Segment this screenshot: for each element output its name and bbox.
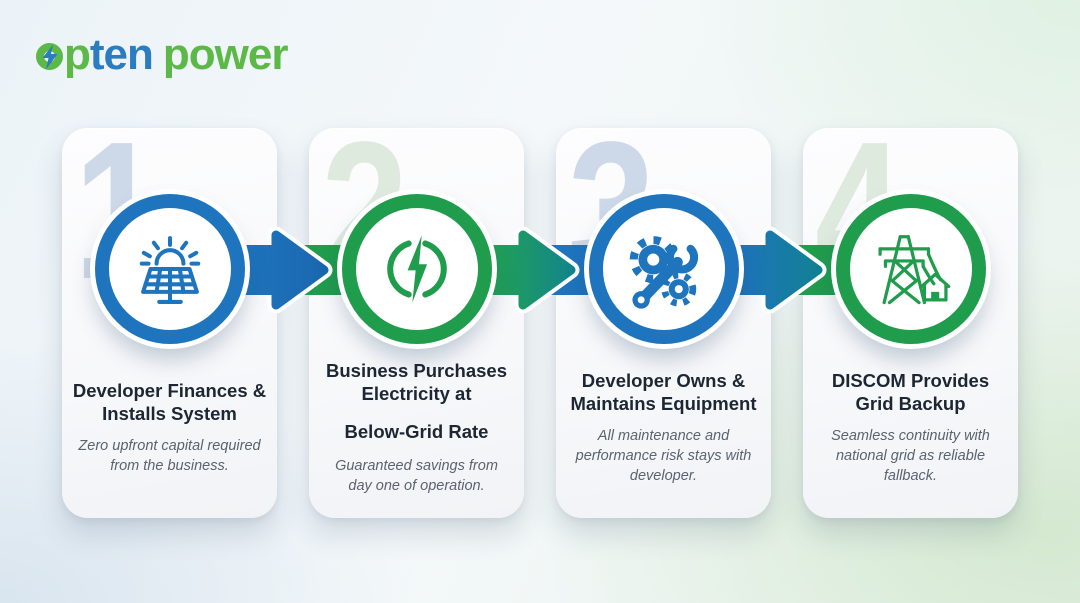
step-text-block: Developer Owns & Maintains Equipment All…	[566, 354, 761, 502]
step-title: DISCOM Provides Grid Backup	[831, 370, 990, 414]
lightning-bolt-icon	[42, 44, 57, 69]
step-title: Developer Finances & Installs System	[72, 380, 267, 424]
step-card-2: 2 Business Purchases Electricity at Belo…	[309, 113, 524, 518]
logo-o-ring	[36, 43, 63, 70]
step-description: Zero upfront capital required from the b…	[78, 437, 261, 474]
step-description: All maintenance and performance risk sta…	[575, 427, 752, 484]
step-text-block: Developer Finances & Installs System Zer…	[72, 354, 267, 502]
logo-text-ten: ten	[89, 30, 154, 79]
transmission-tower-icon	[835, 194, 986, 344]
step-description: Guaranteed savings from day one of opera…	[335, 457, 498, 494]
step-card-1: 1 Developer Finances	[62, 113, 277, 518]
step-title: Developer Owns & Maintains Equipment	[570, 370, 757, 414]
logo-text-p: p	[64, 30, 91, 79]
step-card-3: 3 Developer Owns & Maintains Equipment A…	[556, 113, 771, 518]
step-title: Business Purchases Electricity at	[326, 360, 507, 404]
step-card-4: 4 D	[803, 113, 1018, 518]
step-description: Seamless continuity with national grid a…	[831, 427, 990, 484]
logo-text-power: power	[162, 30, 289, 79]
power-bolt-icon	[341, 194, 492, 344]
gear-wrench-icon	[588, 194, 739, 344]
step-text-block: Business Purchases Electricity at Below-…	[319, 354, 514, 502]
solar-panel-icon	[94, 194, 245, 344]
step-text-block: DISCOM Provides Grid Backup Seamless con…	[813, 354, 1008, 502]
step-subtitle: Below-Grid Rate	[344, 421, 489, 443]
